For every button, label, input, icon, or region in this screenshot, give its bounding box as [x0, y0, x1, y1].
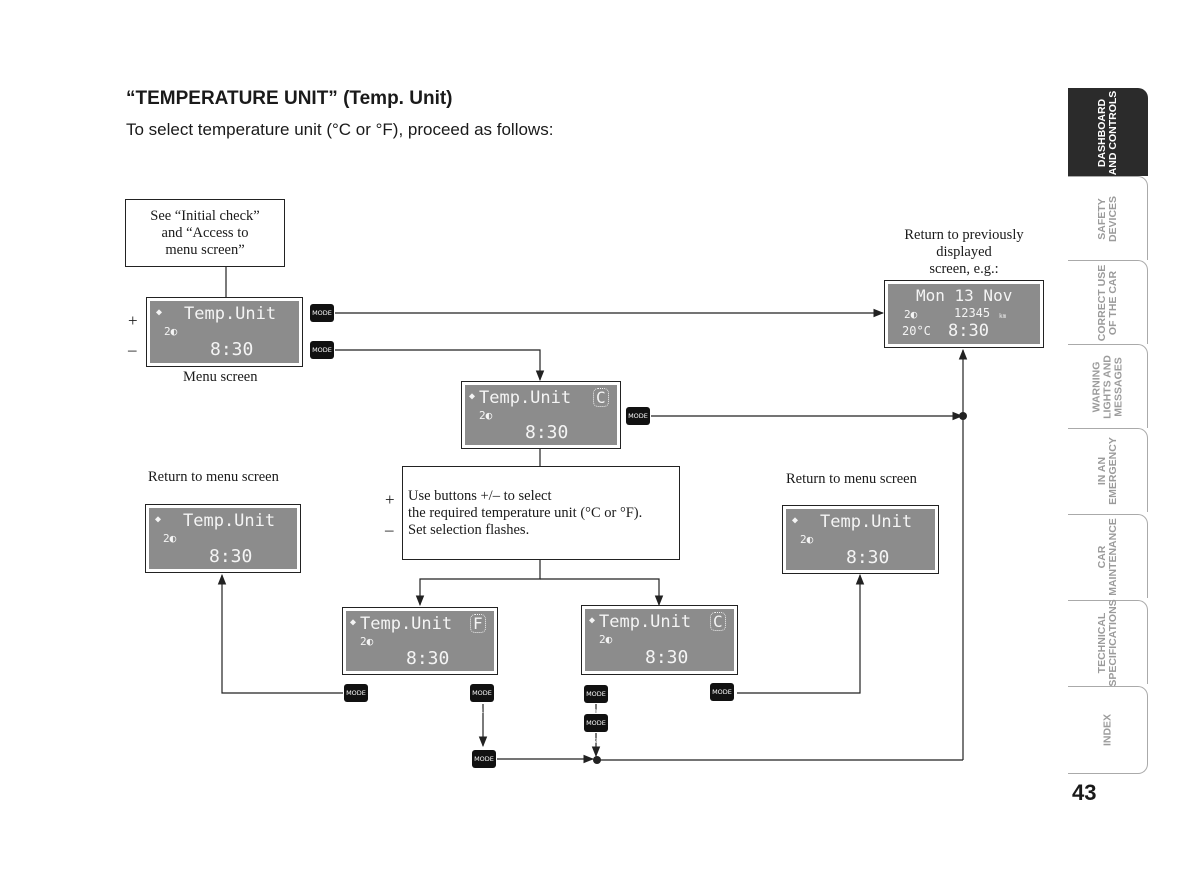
return-menu-left-caption: Return to menu screen — [148, 469, 279, 485]
page-heading: “TEMPERATURE UNIT” (Temp. Unit) — [126, 88, 453, 109]
temp-unit-celsius-bottom-display: ◆ Temp.Unit C 2◐ 8:30 — [581, 605, 738, 675]
menu-screen-right-display: ◆ Temp.Unit 2◐ 8:30 — [782, 505, 939, 574]
page-number: 43 — [1072, 780, 1097, 805]
tab-label: MESSAGES — [1112, 356, 1124, 417]
lcd-time: 8:30 — [645, 647, 689, 668]
lcd-unit-c: C — [593, 388, 609, 407]
initial-check-line2: and “Access to — [161, 225, 249, 241]
updown-arrows-icon: ◆ — [350, 617, 357, 628]
tab-label: OF THE CAR — [1106, 270, 1119, 335]
lcd-title: Temp.Unit — [479, 388, 572, 408]
tab-label: TECHNICAL — [1095, 612, 1108, 673]
temp-unit-fahrenheit-display: ◆ Temp.Unit F 2◐ 8:30 — [342, 607, 498, 675]
plus-sign: + — [128, 311, 138, 330]
instruction-line2: the required temperature unit (°C or °F)… — [408, 505, 643, 521]
lcd-time: 8:30 — [846, 547, 890, 568]
tab-label: CORRECT USE — [1095, 264, 1108, 341]
lcd-title: Temp.Unit — [360, 614, 453, 634]
lcd-time: 8:30 — [948, 321, 989, 341]
lcd-date: Mon 13 Nov — [916, 286, 1013, 305]
return-previous-line2: displayed — [936, 244, 992, 260]
lcd-title: Temp.Unit — [599, 612, 692, 632]
mode2-button[interactable]: MODE 2 — [626, 407, 650, 438]
lcd-gear-light: 2◐ — [904, 308, 918, 321]
return-previous-line1: Return to previously — [904, 227, 1024, 243]
mode1-button[interactable]: MODE 1 — [344, 684, 368, 715]
updown-arrows-icon: ◆ — [589, 615, 596, 626]
lcd-unit-c: C — [710, 612, 726, 631]
updown-arrows-icon: ◆ — [155, 514, 162, 525]
instruction-line1: Use buttons +/– to select — [408, 488, 552, 504]
menu-screen-left-display: ◆ Temp.Unit 2◐ 8:30 — [145, 504, 301, 573]
lcd-gear-light: 2◐ — [599, 633, 613, 646]
tab-label: SPECIFICATIONS — [1106, 598, 1119, 687]
tab-label: CAR — [1095, 545, 1108, 568]
mode2-button[interactable]: MODE 2 — [584, 714, 608, 745]
previous-screen-display: Mon 13 Nov 2◐ 12345 km 20°C 8:30 — [884, 280, 1044, 348]
lcd-time: 8:30 — [406, 648, 450, 669]
lcd-time: 8:30 — [210, 339, 254, 360]
lcd-gear-light: 2◐ — [163, 532, 177, 545]
mode1-button[interactable]: MODE 1 — [710, 683, 734, 714]
lcd-km-unit: km — [999, 313, 1007, 320]
intro-text: To select temperature unit (°C or °F), p… — [126, 120, 554, 139]
plus-sign: + — [385, 490, 395, 509]
tab-label: DEVICES — [1106, 195, 1119, 242]
initial-check-box: See “Initial check” and “Access to menu … — [125, 199, 285, 267]
mode1-button[interactable]: MODE 1 — [310, 341, 334, 372]
lcd-gear-light: 2◐ — [164, 325, 178, 338]
lcd-gear-light: 2◐ — [479, 409, 493, 422]
lcd-title: Temp.Unit — [184, 304, 277, 324]
flow-connectors — [217, 267, 968, 764]
menu-screen-caption: Menu screen — [183, 369, 258, 385]
mode1-button[interactable]: MODE 1 — [470, 684, 494, 715]
tab-label: LIGHTS AND — [1101, 354, 1113, 419]
minus-sign: – — [128, 340, 137, 359]
return-menu-right-caption: Return to menu screen — [786, 471, 917, 487]
updown-arrows-icon: ◆ — [156, 307, 163, 318]
lcd-time: 8:30 — [209, 546, 253, 567]
instruction-line3: Set selection flashes. — [408, 522, 530, 538]
updown-arrows-icon: ◆ — [469, 391, 476, 402]
initial-check-line1: See “Initial check” — [150, 208, 260, 224]
lcd-title: Temp.Unit — [183, 511, 276, 531]
lcd-gear-light: 2◐ — [800, 533, 814, 546]
tab-label: DASHBOARD — [1095, 98, 1108, 167]
initial-check-line3: menu screen” — [165, 242, 245, 258]
lcd-time: 8:30 — [525, 422, 569, 443]
lcd-unit-f: F — [470, 614, 486, 633]
tab-label: SAFETY — [1095, 197, 1108, 240]
minus-sign: – — [385, 520, 394, 539]
mode2-button[interactable]: MODE 2 — [310, 304, 334, 335]
tab-label: WARNING — [1090, 361, 1102, 412]
tab-index[interactable]: INDEX — [1068, 686, 1148, 774]
tab-label: AND CONTROLS — [1106, 90, 1119, 175]
menu-screen-display: ◆ Temp.Unit 2◐ 8:30 — [146, 297, 303, 367]
tab-label: INDEX — [1101, 713, 1113, 747]
temp-unit-celsius-display: ◆ Temp.Unit C 2◐ 8:30 — [461, 381, 621, 449]
return-previous-caption: Return to previously displayed screen, e… — [880, 227, 1048, 278]
lcd-odometer: 12345 — [954, 306, 991, 320]
instruction-box: Use buttons +/– to select the required t… — [402, 466, 680, 560]
mode2-button[interactable]: MODE 2 — [472, 750, 496, 781]
mode1-button[interactable]: MODE 1 — [584, 685, 608, 716]
lcd-gear-light: 2◐ — [360, 635, 374, 648]
lcd-title: Temp.Unit — [820, 512, 913, 532]
tab-label: EMERGENCY — [1106, 436, 1119, 505]
tab-label: IN AN — [1095, 456, 1108, 485]
updown-arrows-icon: ◆ — [792, 515, 799, 526]
return-previous-line3: screen, e.g.: — [929, 261, 999, 277]
tab-label: MAINTENANCE — [1106, 517, 1119, 596]
lcd-outside-temp: 20°C — [902, 324, 931, 338]
